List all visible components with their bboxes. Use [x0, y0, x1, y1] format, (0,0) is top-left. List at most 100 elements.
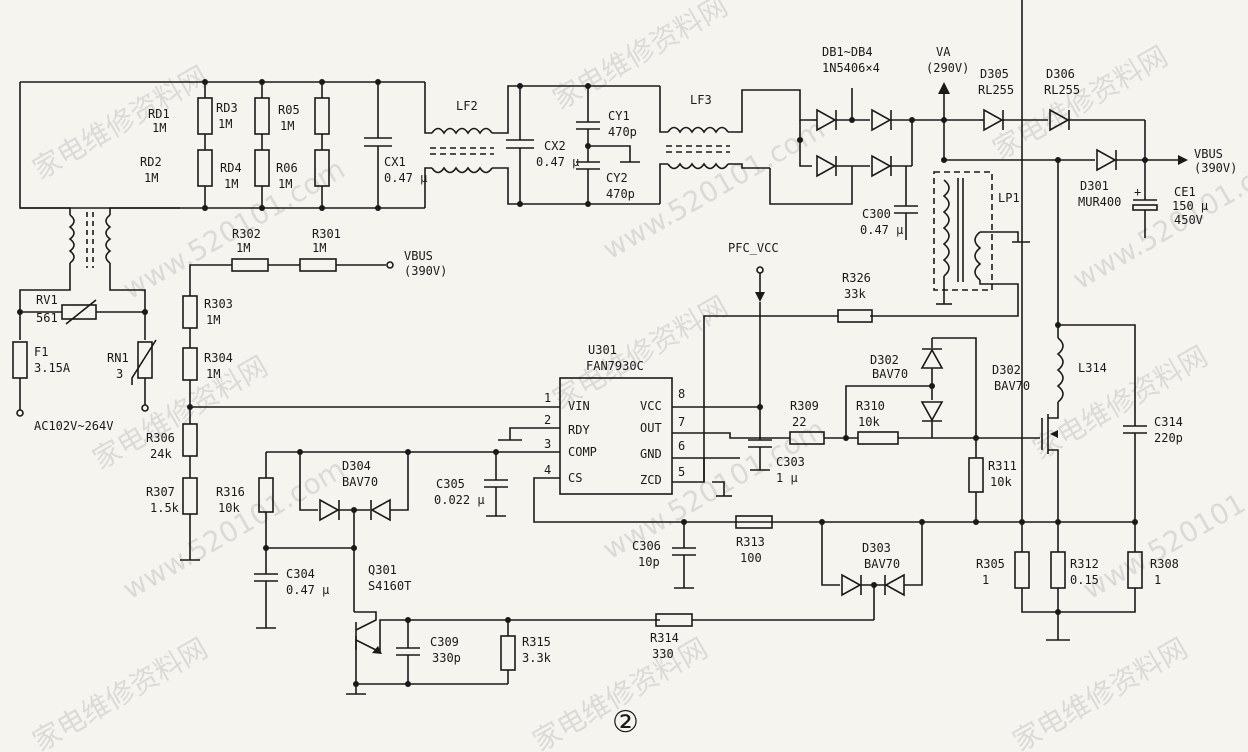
pfc-vcc: PFC_VCC R326 33k C303 1 μ	[728, 241, 873, 485]
d303-diode	[884, 573, 905, 597]
lf2-choke: LF2	[424, 82, 526, 208]
component-label: RD1	[148, 107, 170, 121]
component-label: 0.47 μ	[860, 223, 903, 237]
component-label: R302	[232, 227, 261, 241]
component-label: 0.47 μ	[536, 155, 579, 169]
component-label: R304	[204, 351, 233, 365]
component-label: 1M	[206, 367, 220, 381]
figure-number: ②	[612, 705, 639, 740]
component-label: R309	[790, 399, 819, 413]
component-label: (390V)	[404, 264, 447, 278]
rd3-resistor	[197, 97, 213, 135]
d304-diode	[319, 498, 340, 522]
component-label: 22	[792, 415, 806, 429]
component-label: 4	[544, 463, 551, 477]
component-label: VBUS	[404, 249, 433, 263]
component-label: R308	[1150, 557, 1179, 571]
choke-coil	[105, 214, 112, 264]
component-label: S4160T	[368, 579, 411, 593]
r314-resistor	[655, 613, 693, 627]
r312-resistor	[1050, 551, 1066, 589]
component-label: FAN7930C	[586, 359, 644, 373]
r326-resistor	[837, 309, 873, 323]
component-label: PFC_VCC	[728, 241, 779, 255]
component-label: RDY	[568, 423, 590, 437]
r302-resistor	[231, 258, 269, 272]
pfc-vcc-arrow	[755, 292, 765, 302]
component-label: R305	[976, 557, 1005, 571]
component-label: RV1	[36, 293, 58, 307]
component-label: RN1	[107, 351, 129, 365]
d303-diode	[841, 573, 862, 597]
ac-input-section: RV1 561 F1 3.15A AC102V~264V RN1 3	[12, 81, 425, 433]
component-label: CY2	[606, 171, 628, 185]
component-label: 470p	[608, 125, 637, 139]
vbus-out-arrow	[1178, 155, 1188, 165]
r310-resistor	[857, 431, 899, 445]
r304-resistor	[182, 347, 198, 381]
component-label: VA	[936, 45, 951, 59]
component-label: 330p	[432, 651, 461, 665]
r313-resistor	[735, 515, 773, 529]
component-label: OUT	[640, 421, 662, 435]
component-label: LF2	[456, 99, 478, 113]
bleeder-resistors: RD1 1M RD2 1M RD3 1M RD4 1M R05 1M R06 1…	[140, 79, 427, 211]
component-label: 1M	[152, 121, 166, 135]
component-label: R315	[522, 635, 551, 649]
component-label: 1M	[278, 177, 292, 191]
lf3-choke: LF3	[659, 86, 801, 204]
component-label: 330	[652, 647, 674, 661]
f1-fuse	[12, 341, 28, 379]
watermark: 家电维修资料网	[87, 349, 273, 476]
component-label: 1 μ	[776, 471, 798, 485]
component-label: GND	[640, 447, 662, 461]
component-label: R311	[988, 459, 1017, 473]
lp1-inductor: LP1	[870, 171, 1030, 317]
bridge-rectifier: DB1~DB4 1N5406×4	[769, 45, 915, 205]
component-label: 450V	[1174, 213, 1203, 227]
component-label: 7	[678, 415, 685, 429]
bridge-diode	[871, 108, 892, 132]
watermark: www.520101.com	[1077, 452, 1248, 606]
component-label: 0.47 μ	[384, 171, 427, 185]
component-label: 33k	[844, 287, 866, 301]
component-label: VBUS	[1194, 147, 1223, 161]
component-label: C314	[1154, 415, 1183, 429]
component-label: R316	[216, 485, 245, 499]
ac-terminal	[16, 409, 24, 417]
component-label: R306	[146, 431, 175, 445]
current-sense-filter: R313 100 C306 10p D303 BAV70	[632, 515, 925, 620]
watermark: 家电维修资料网	[1027, 339, 1213, 466]
component-label: 5	[678, 465, 685, 479]
vbus-terminal	[386, 261, 394, 269]
r05-resistor	[254, 97, 270, 135]
resistor	[314, 97, 330, 135]
component-label: R05	[278, 103, 300, 117]
component-label: 8	[678, 387, 685, 401]
component-label: R313	[736, 535, 765, 549]
component-label: 3.3k	[522, 651, 552, 665]
d302-diode	[920, 348, 944, 369]
watermark: 家电维修资料网	[27, 59, 213, 186]
component-label: 3	[544, 437, 551, 451]
component-label: 561	[36, 311, 58, 325]
component-label: 3	[116, 367, 123, 381]
component-label: BAV70	[342, 475, 378, 489]
component-label: C305	[436, 477, 465, 491]
component-label: RD3	[216, 101, 238, 115]
component-label: CX1	[384, 155, 406, 169]
component-label: C300	[862, 207, 891, 221]
component-label: RL255	[1044, 83, 1080, 97]
component-label: C304	[286, 567, 315, 581]
rd4-resistor	[197, 149, 213, 187]
r311-resistor	[968, 457, 984, 493]
component-label: 1	[982, 573, 989, 587]
component-label: R301	[312, 227, 341, 241]
d304-diode	[370, 498, 391, 522]
component-label: LF3	[690, 93, 712, 107]
component-label: ZCD	[640, 473, 662, 487]
component-label: CX2	[544, 139, 566, 153]
component-label: 6	[678, 439, 685, 453]
component-label: R06	[276, 161, 298, 175]
